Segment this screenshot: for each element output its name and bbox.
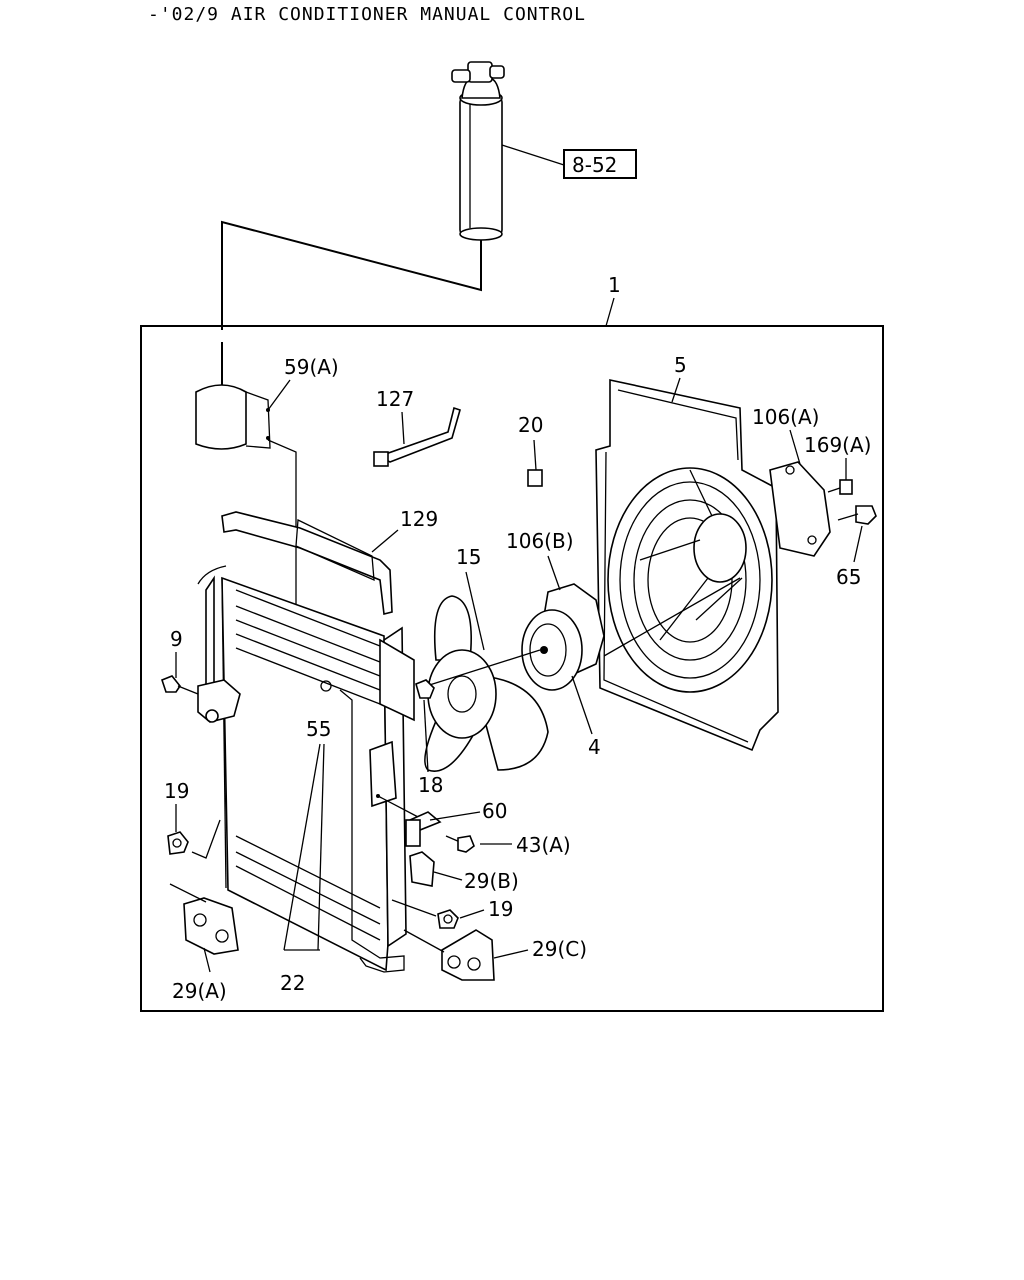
callout-43a: 43(A) bbox=[516, 833, 571, 857]
nut-19-left bbox=[167, 831, 189, 855]
callout-15: 15 bbox=[456, 545, 481, 569]
bracket-129 bbox=[221, 511, 393, 615]
callout-20: 20 bbox=[518, 413, 543, 437]
fan-motor bbox=[521, 583, 605, 691]
assembly-frame bbox=[140, 325, 884, 1012]
mount-106a bbox=[769, 461, 831, 557]
callout-29a: 29(A) bbox=[172, 979, 227, 1003]
callout-22: 22 bbox=[280, 971, 305, 995]
bracket-60 bbox=[369, 740, 442, 847]
nut-19-right bbox=[437, 909, 459, 929]
callout-1: 1 bbox=[608, 273, 621, 297]
page-title: -'02/9 AIR CONDITIONER MANUAL CONTROL bbox=[148, 4, 586, 25]
nut-20 bbox=[527, 469, 543, 487]
bolt-169a bbox=[827, 479, 853, 495]
fan-shroud bbox=[595, 379, 779, 752]
callout-127: 127 bbox=[376, 387, 414, 411]
nut-18 bbox=[415, 679, 435, 699]
reference-box bbox=[563, 149, 637, 179]
callout-29b: 29(B) bbox=[464, 869, 519, 893]
callout-4: 4 bbox=[588, 735, 601, 759]
bracket-29c bbox=[403, 929, 495, 981]
bolt-9 bbox=[161, 675, 181, 693]
callout-59a: 59(A) bbox=[284, 355, 339, 379]
callout-18: 18 bbox=[418, 773, 443, 797]
callout-19-right: 19 bbox=[488, 897, 513, 921]
bracket-29a bbox=[169, 883, 239, 973]
callout-169a: 169(A) bbox=[804, 433, 871, 457]
callout-5: 5 bbox=[674, 353, 687, 377]
bracket-29b bbox=[409, 851, 435, 887]
bolt-65 bbox=[837, 505, 877, 525]
fitting-55 bbox=[320, 680, 332, 692]
callout-129: 129 bbox=[400, 507, 438, 531]
callout-106b: 106(B) bbox=[506, 529, 574, 553]
receiver-drier bbox=[451, 61, 505, 241]
bolt-43a bbox=[445, 835, 475, 853]
callout-65: 65 bbox=[836, 565, 861, 589]
callout-9: 9 bbox=[170, 627, 183, 651]
drier-bracket bbox=[195, 384, 271, 450]
callout-55: 55 bbox=[306, 717, 331, 741]
callout-60: 60 bbox=[482, 799, 507, 823]
condenser bbox=[197, 565, 415, 973]
clip-127 bbox=[373, 406, 461, 467]
callout-19-left: 19 bbox=[164, 779, 189, 803]
reference-label: 8-52 bbox=[572, 153, 617, 177]
fan-blade bbox=[424, 595, 549, 772]
callout-29c: 29(C) bbox=[532, 937, 587, 961]
callout-106a: 106(A) bbox=[752, 405, 819, 429]
